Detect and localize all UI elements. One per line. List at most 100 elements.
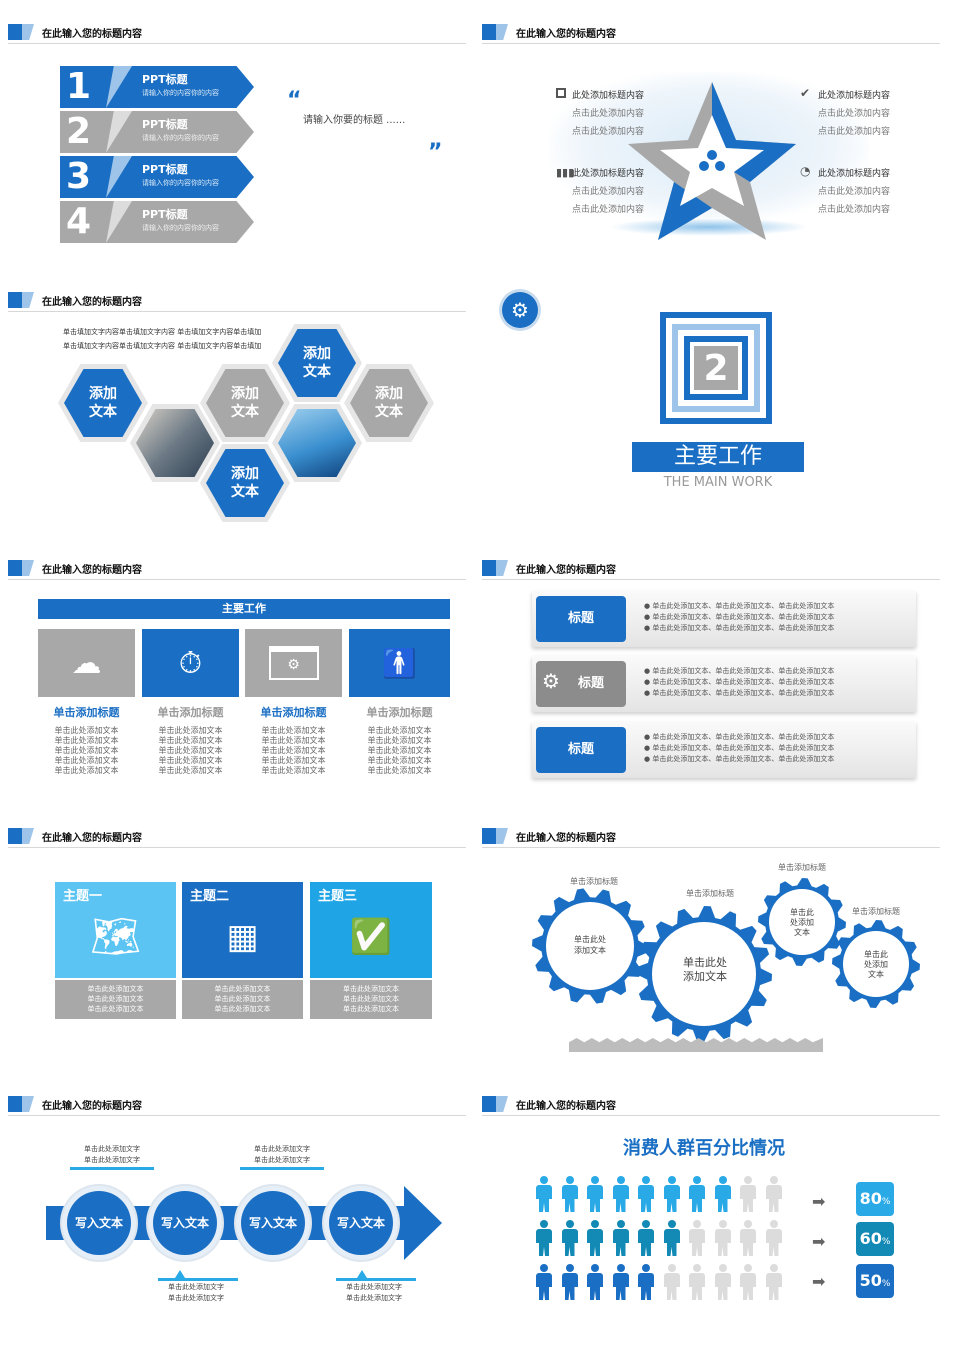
quote-close-icon: ” — [428, 140, 443, 165]
slide-title: 在此输入您的标题内容 — [42, 833, 142, 844]
slide-title: 在此输入您的标题内容 — [516, 1101, 616, 1112]
item-sub: 请输入你的内容你的内容 — [142, 179, 219, 187]
row-lines: ● 单击此处添加文本、单击此处添加文本、单击此处添加文本● 单击此处添加文本、单… — [644, 602, 835, 632]
person-icon — [585, 1174, 605, 1214]
timeline-node: 写入文本 — [148, 1186, 222, 1260]
description-line: 单击填加文字内容单击填加文字内容 单击填加文字内容单击填加 — [63, 328, 262, 336]
node-label: 写入文本 — [241, 1191, 305, 1255]
slide-title: 在此输入您的标题内容 — [42, 565, 142, 576]
header-marker-icon — [482, 1096, 508, 1112]
card-title: 主题一 — [63, 889, 103, 904]
gear-label: 单击添加标题 — [778, 863, 826, 872]
block-line: 点击此处添加内容 — [572, 109, 645, 119]
section-title: 主要工作 — [632, 442, 804, 472]
column-lines: 单击此处添加文本单击此处添加文本单击此处添加文本单击此处添加文本单击此处添加文本 — [261, 726, 326, 775]
sailing-photo — [278, 409, 356, 477]
hex-label: 添加文本 — [206, 449, 284, 517]
slide-title: 在此输入您的标题内容 — [42, 29, 142, 40]
block-line: 点击此处添加内容 — [572, 127, 645, 137]
slide-title: 在此输入您的标题内容 — [516, 833, 616, 844]
rack-bar — [569, 1038, 823, 1052]
chart-title: 消费人群百分比情况 — [623, 1138, 785, 1159]
person-icon — [764, 1262, 784, 1302]
person-icon — [687, 1174, 707, 1214]
check-icon: ✔ — [800, 86, 811, 100]
item-title: PPT标题 — [142, 118, 188, 131]
slide-9: 在此输入您的标题内容 写入文本 写入文本 写入文本 写入文本 单击此处添加文字单… — [0, 1072, 474, 1336]
card-lines: 单击此处添加文本单击此处添加文本单击此处添加文本 — [182, 980, 303, 1019]
column-lines: 单击此处添加文本单击此处添加文本单击此处添加文本单击此处添加文本单击此处添加文本 — [158, 726, 223, 775]
list-item: 3 PPT标题 请输入你的内容你的内容 — [60, 156, 260, 198]
arrow-head — [404, 1186, 442, 1260]
office-photo — [136, 409, 214, 477]
gear-text: 单击此处添加文本 — [864, 950, 888, 979]
item-number: 2 — [66, 111, 92, 152]
person-icon — [560, 1218, 580, 1258]
row-label: 标题 — [536, 596, 626, 642]
header-marker-icon — [482, 828, 508, 844]
person-icon — [636, 1218, 656, 1258]
person-icon — [738, 1174, 758, 1214]
person-icon — [764, 1218, 784, 1258]
slide-title: 在此输入您的标题内容 — [516, 29, 616, 40]
timeline-node: 写入文本 — [62, 1186, 136, 1260]
item-sub: 请输入你的内容你的内容 — [142, 134, 219, 142]
header-marker-icon — [482, 24, 508, 40]
timeline-node: 写入文本 — [236, 1186, 310, 1260]
description-line: 单击填加文字内容单击填加文字内容 单击填加文字内容单击填加 — [63, 342, 262, 350]
slide-4: ⚙ 2 主要工作 THE MAIN WORK — [474, 268, 948, 532]
row-label: 标题 — [536, 727, 626, 773]
person-icon — [611, 1174, 631, 1214]
list-item: 4 PPT标题 请输入你的内容你的内容 — [60, 201, 260, 243]
block-line: 点击此处添加内容 — [818, 127, 891, 137]
row-label: 标题 — [578, 676, 605, 691]
section-number: 2 — [694, 346, 738, 390]
item-number: 4 — [66, 201, 92, 242]
person-icon — [738, 1262, 758, 1302]
gear-center — [652, 922, 756, 1026]
slide-header: 在此输入您的标题内容 — [8, 22, 466, 44]
item-number: 1 — [66, 66, 92, 107]
person-icon — [764, 1174, 784, 1214]
person-icon — [560, 1174, 580, 1214]
column-title: 单击添加标题 — [53, 706, 120, 719]
grid-icon — [556, 88, 566, 98]
hex-label: 添加文本 — [206, 369, 284, 437]
list-row: ⚙ 标题 ● 单击此处添加文本、单击此处添加文本、单击此处添加文本● 单击此处添… — [532, 656, 916, 712]
numbered-list: 1 PPT标题 请输入你的内容你的内容 2 PPT标题 请输入你的内容你的内容 … — [60, 66, 260, 246]
person-icon — [534, 1174, 554, 1214]
quote-open-icon: “ — [287, 88, 302, 113]
bar-title: 主要工作 — [38, 599, 450, 619]
note-top: 单击此处添加文字单击此处添加文字 — [84, 1145, 140, 1164]
note-bottom: 单击此处添加文字单击此处添加文字 — [346, 1283, 402, 1302]
row-lines: ● 单击此处添加文本、单击此处添加文本、单击此处添加文本● 单击此处添加文本、单… — [644, 733, 835, 763]
people-rows — [534, 1174, 794, 1306]
topic-card: 主题一 🗺 — [55, 882, 176, 978]
slide-header: 在此输入您的标题内容 — [8, 558, 466, 580]
person-icon — [560, 1262, 580, 1302]
column-title: 单击添加标题 — [157, 706, 224, 719]
quote-text: 请输入你要的标题 ...... — [303, 115, 406, 126]
hex-label: 添加文本 — [350, 369, 428, 437]
number-frame: 2 — [660, 312, 772, 424]
node-label: 写入文本 — [67, 1191, 131, 1255]
person-icon — [636, 1174, 656, 1214]
pie-icon: ◔ — [800, 164, 811, 178]
person-icon — [687, 1262, 707, 1302]
header-marker-icon — [8, 560, 34, 576]
row-lines: ● 单击此处添加文本、单击此处添加文本、单击此处添加文本● 单击此处添加文本、单… — [644, 667, 835, 697]
column-lines: 单击此处添加文本单击此处添加文本单击此处添加文本单击此处添加文本单击此处添加文本 — [54, 726, 119, 775]
gear-label: 单击添加标题 — [852, 907, 900, 916]
slide-2: 在此输入您的标题内容 此处添加标题内容 点击此处添加内容 点击此处添加内容 ✔ … — [474, 0, 948, 264]
percent-badge: 50% — [856, 1264, 894, 1298]
gear-label: 单击添加标题 — [686, 889, 734, 898]
slide-1: 在此输入您的标题内容 1 PPT标题 请输入你的内容你的内容 2 PPT标题 请… — [0, 0, 474, 264]
list-row: 标题 ● 单击此处添加文本、单击此处添加文本、单击此处添加文本● 单击此处添加文… — [532, 591, 916, 647]
column-title: 单击添加标题 — [260, 706, 327, 719]
item-sub: 请输入你的内容你的内容 — [142, 224, 219, 232]
item-title: PPT标题 — [142, 163, 188, 176]
person-icon — [585, 1262, 605, 1302]
block-line: 点击此处添加内容 — [572, 187, 645, 197]
person-icon — [687, 1218, 707, 1258]
card-title: 主题二 — [190, 889, 230, 904]
